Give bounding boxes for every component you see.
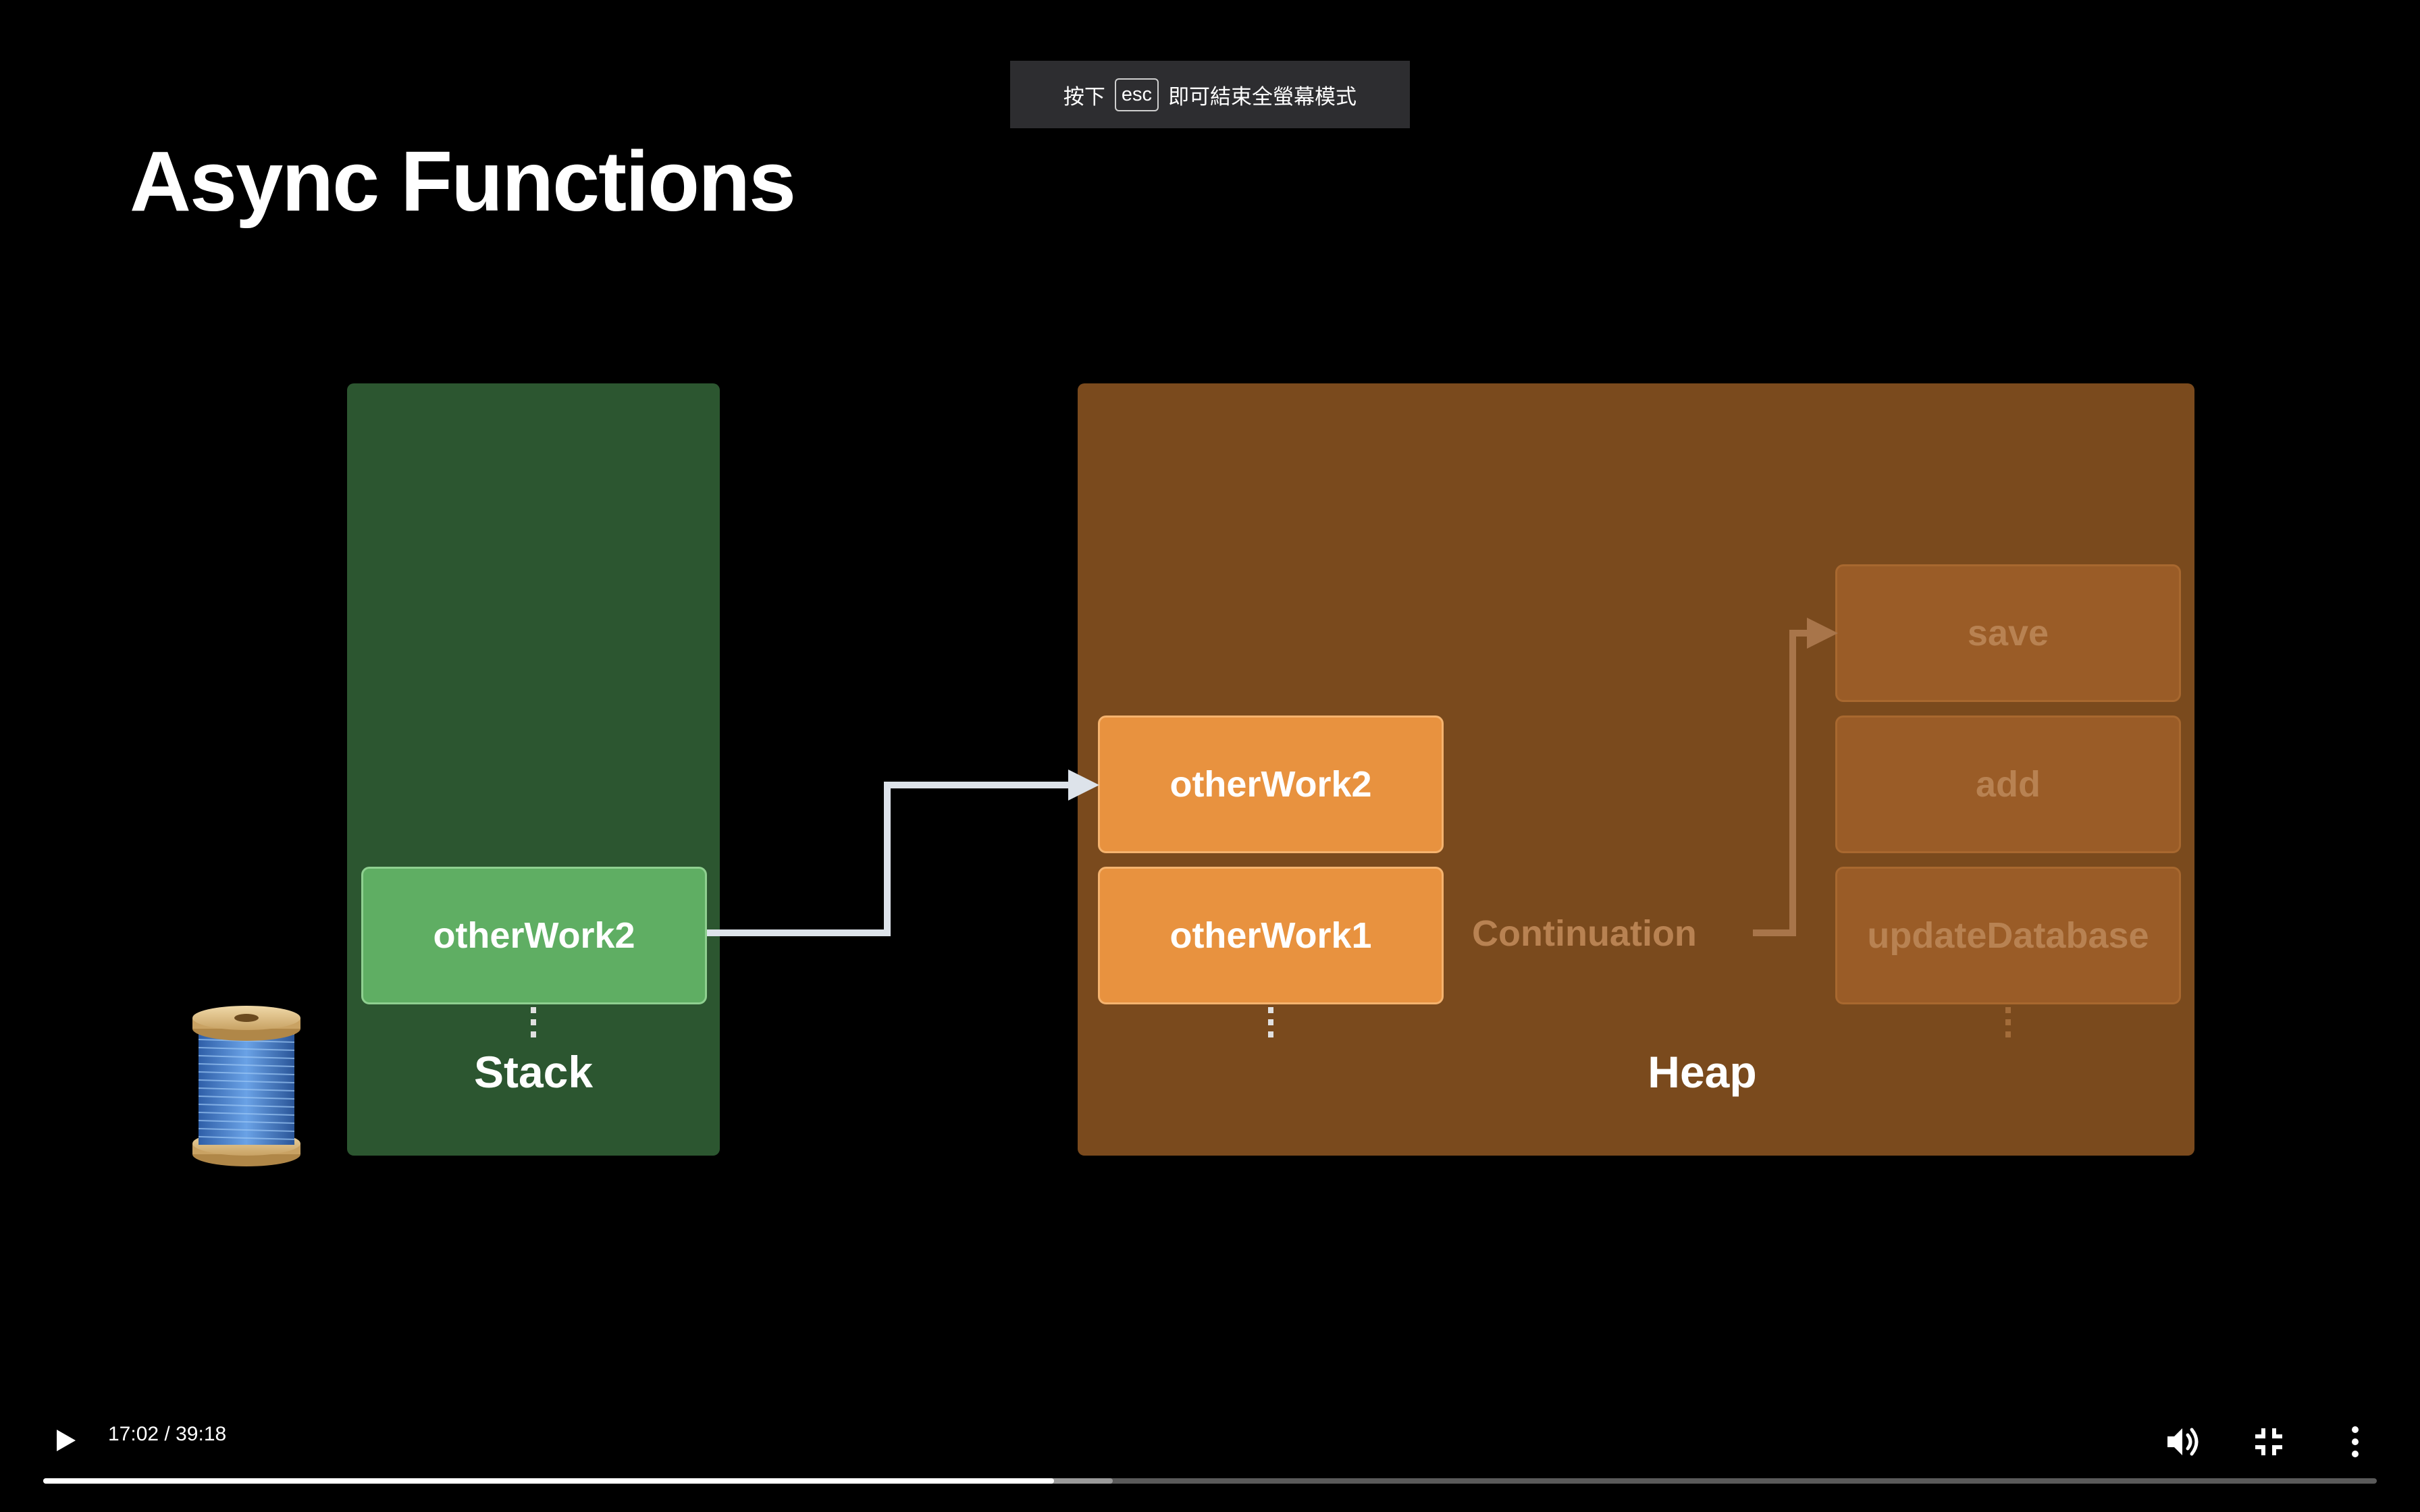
- heap-label: Heap: [1648, 1047, 1757, 1097]
- stack-panel: [347, 383, 720, 1156]
- spool-of-thread-icon: [192, 1006, 300, 1166]
- play-icon[interactable]: [46, 1422, 84, 1459]
- slide-title: Async Functions: [130, 134, 796, 229]
- duration: 39:18: [176, 1423, 227, 1445]
- heap-faded-ellipsis: [2005, 1007, 2011, 1037]
- more-vertical-icon[interactable]: [2334, 1420, 2377, 1463]
- stack-label: Stack: [473, 1047, 594, 1097]
- heap-frame-otherwork2: otherWork2: [1098, 716, 1444, 853]
- notice-suffix: 即可結束全螢幕模式: [1168, 84, 1357, 109]
- heap-frame-add: add: [1835, 716, 2181, 853]
- time-separator: /: [164, 1423, 170, 1445]
- stack-to-heap-arrow: [707, 770, 1099, 936]
- heap-frame-updatedatabase: updateDatabase: [1835, 867, 2181, 1004]
- stack-frame-otherwork2: otherWork2: [361, 867, 707, 1004]
- continuation-arrow: [1753, 618, 1838, 936]
- continuation-label: Continuation: [1472, 913, 1697, 954]
- heap-frame-otherwork1: otherWork1: [1098, 867, 1444, 1004]
- exit-fullscreen-icon[interactable]: [2247, 1420, 2290, 1463]
- player-controls: [0, 1390, 2420, 1512]
- seek-bar[interactable]: [43, 1478, 2377, 1484]
- notice-prefix: 按下: [1063, 84, 1105, 109]
- fullscreen-exit-notice: 按下 esc 即可結束全螢幕模式: [1010, 61, 1410, 128]
- current-time: 17:02: [108, 1423, 159, 1445]
- stack-ellipsis: [531, 1007, 536, 1037]
- heap-frame-save: save: [1835, 564, 2181, 702]
- time-display: 17:02 / 39:18: [108, 1423, 226, 1446]
- heap-active-ellipsis: [1268, 1007, 1273, 1037]
- seek-bar-played: [43, 1478, 1055, 1484]
- esc-key-badge: esc: [1114, 78, 1159, 111]
- volume-icon[interactable]: [2161, 1420, 2204, 1463]
